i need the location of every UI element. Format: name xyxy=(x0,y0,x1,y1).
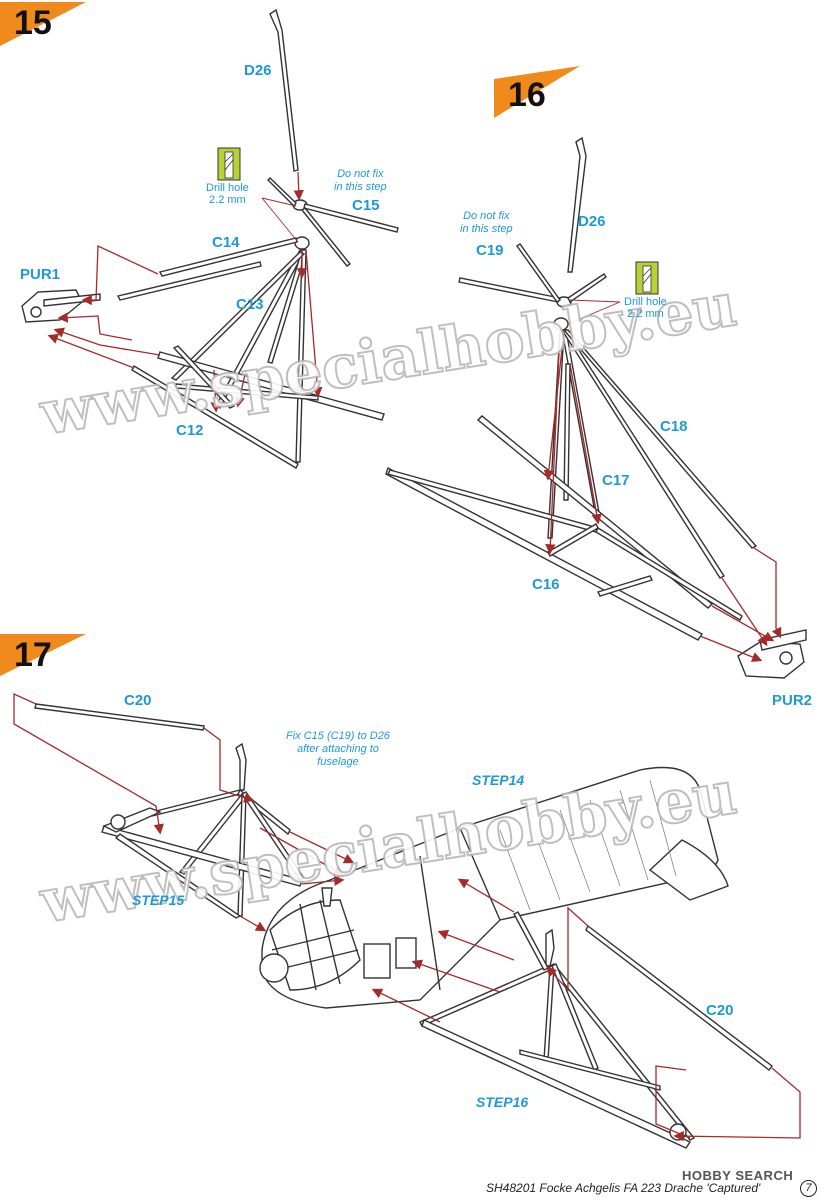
part-label-c19: C19 xyxy=(476,242,504,259)
part-label-pur2: PUR2 xyxy=(772,692,813,709)
step17-arrows xyxy=(13,692,801,1142)
part-label-pur1: PUR1 xyxy=(20,266,61,283)
drill-note: Drill hole 2.2 mm xyxy=(624,296,667,320)
part-label-d26: D26 xyxy=(578,213,606,230)
step-number-17: 17 xyxy=(14,636,52,674)
step16-arrows xyxy=(543,329,782,662)
part-label-d26: D26 xyxy=(244,62,272,79)
part-label-c14: C14 xyxy=(212,234,240,251)
step17-drawing xyxy=(34,703,773,1149)
part-label-c12: C12 xyxy=(176,422,204,439)
part-label-c20: C20 xyxy=(124,692,152,709)
hobbysearch-logo: HOBBY SEARCH xyxy=(682,1168,794,1183)
part-label-c18: C18 xyxy=(660,418,688,435)
step-ref-16: STEP16 xyxy=(476,1094,529,1110)
footer-caption: SH48201 Focke Achgelis FA 223 Drache 'Ca… xyxy=(486,1181,761,1195)
step-number-15: 15 xyxy=(14,4,52,42)
part-label-c16: C16 xyxy=(532,576,560,593)
drill-icon-16 xyxy=(635,261,659,295)
step15-arrows xyxy=(47,171,323,413)
drill-note: Drill hole 2.2 mm xyxy=(206,182,249,206)
part-label-c15: C15 xyxy=(352,197,380,214)
note-fix-c15-to-d26: Fix C15 (C19) to D26 after attaching to … xyxy=(286,730,390,768)
page-number: 7 xyxy=(800,1180,817,1197)
step16-drawing xyxy=(385,136,807,679)
step-number-16: 16 xyxy=(508,76,546,114)
note-do-not-fix: Do not fix in this step xyxy=(334,168,387,193)
part-label-c20: C20 xyxy=(706,1002,734,1019)
step16-badge-shape xyxy=(494,66,580,118)
part-label-c13: C13 xyxy=(236,296,264,313)
part-label-c17: C17 xyxy=(602,472,630,489)
step-ref-15: STEP15 xyxy=(132,892,185,908)
drill-icon-15 xyxy=(217,147,241,181)
step17-badge-shape xyxy=(0,634,86,676)
step-ref-14: STEP14 xyxy=(472,772,525,788)
note-do-not-fix: Do not fix in this step xyxy=(460,210,513,235)
step15-badge-shape xyxy=(0,2,86,46)
